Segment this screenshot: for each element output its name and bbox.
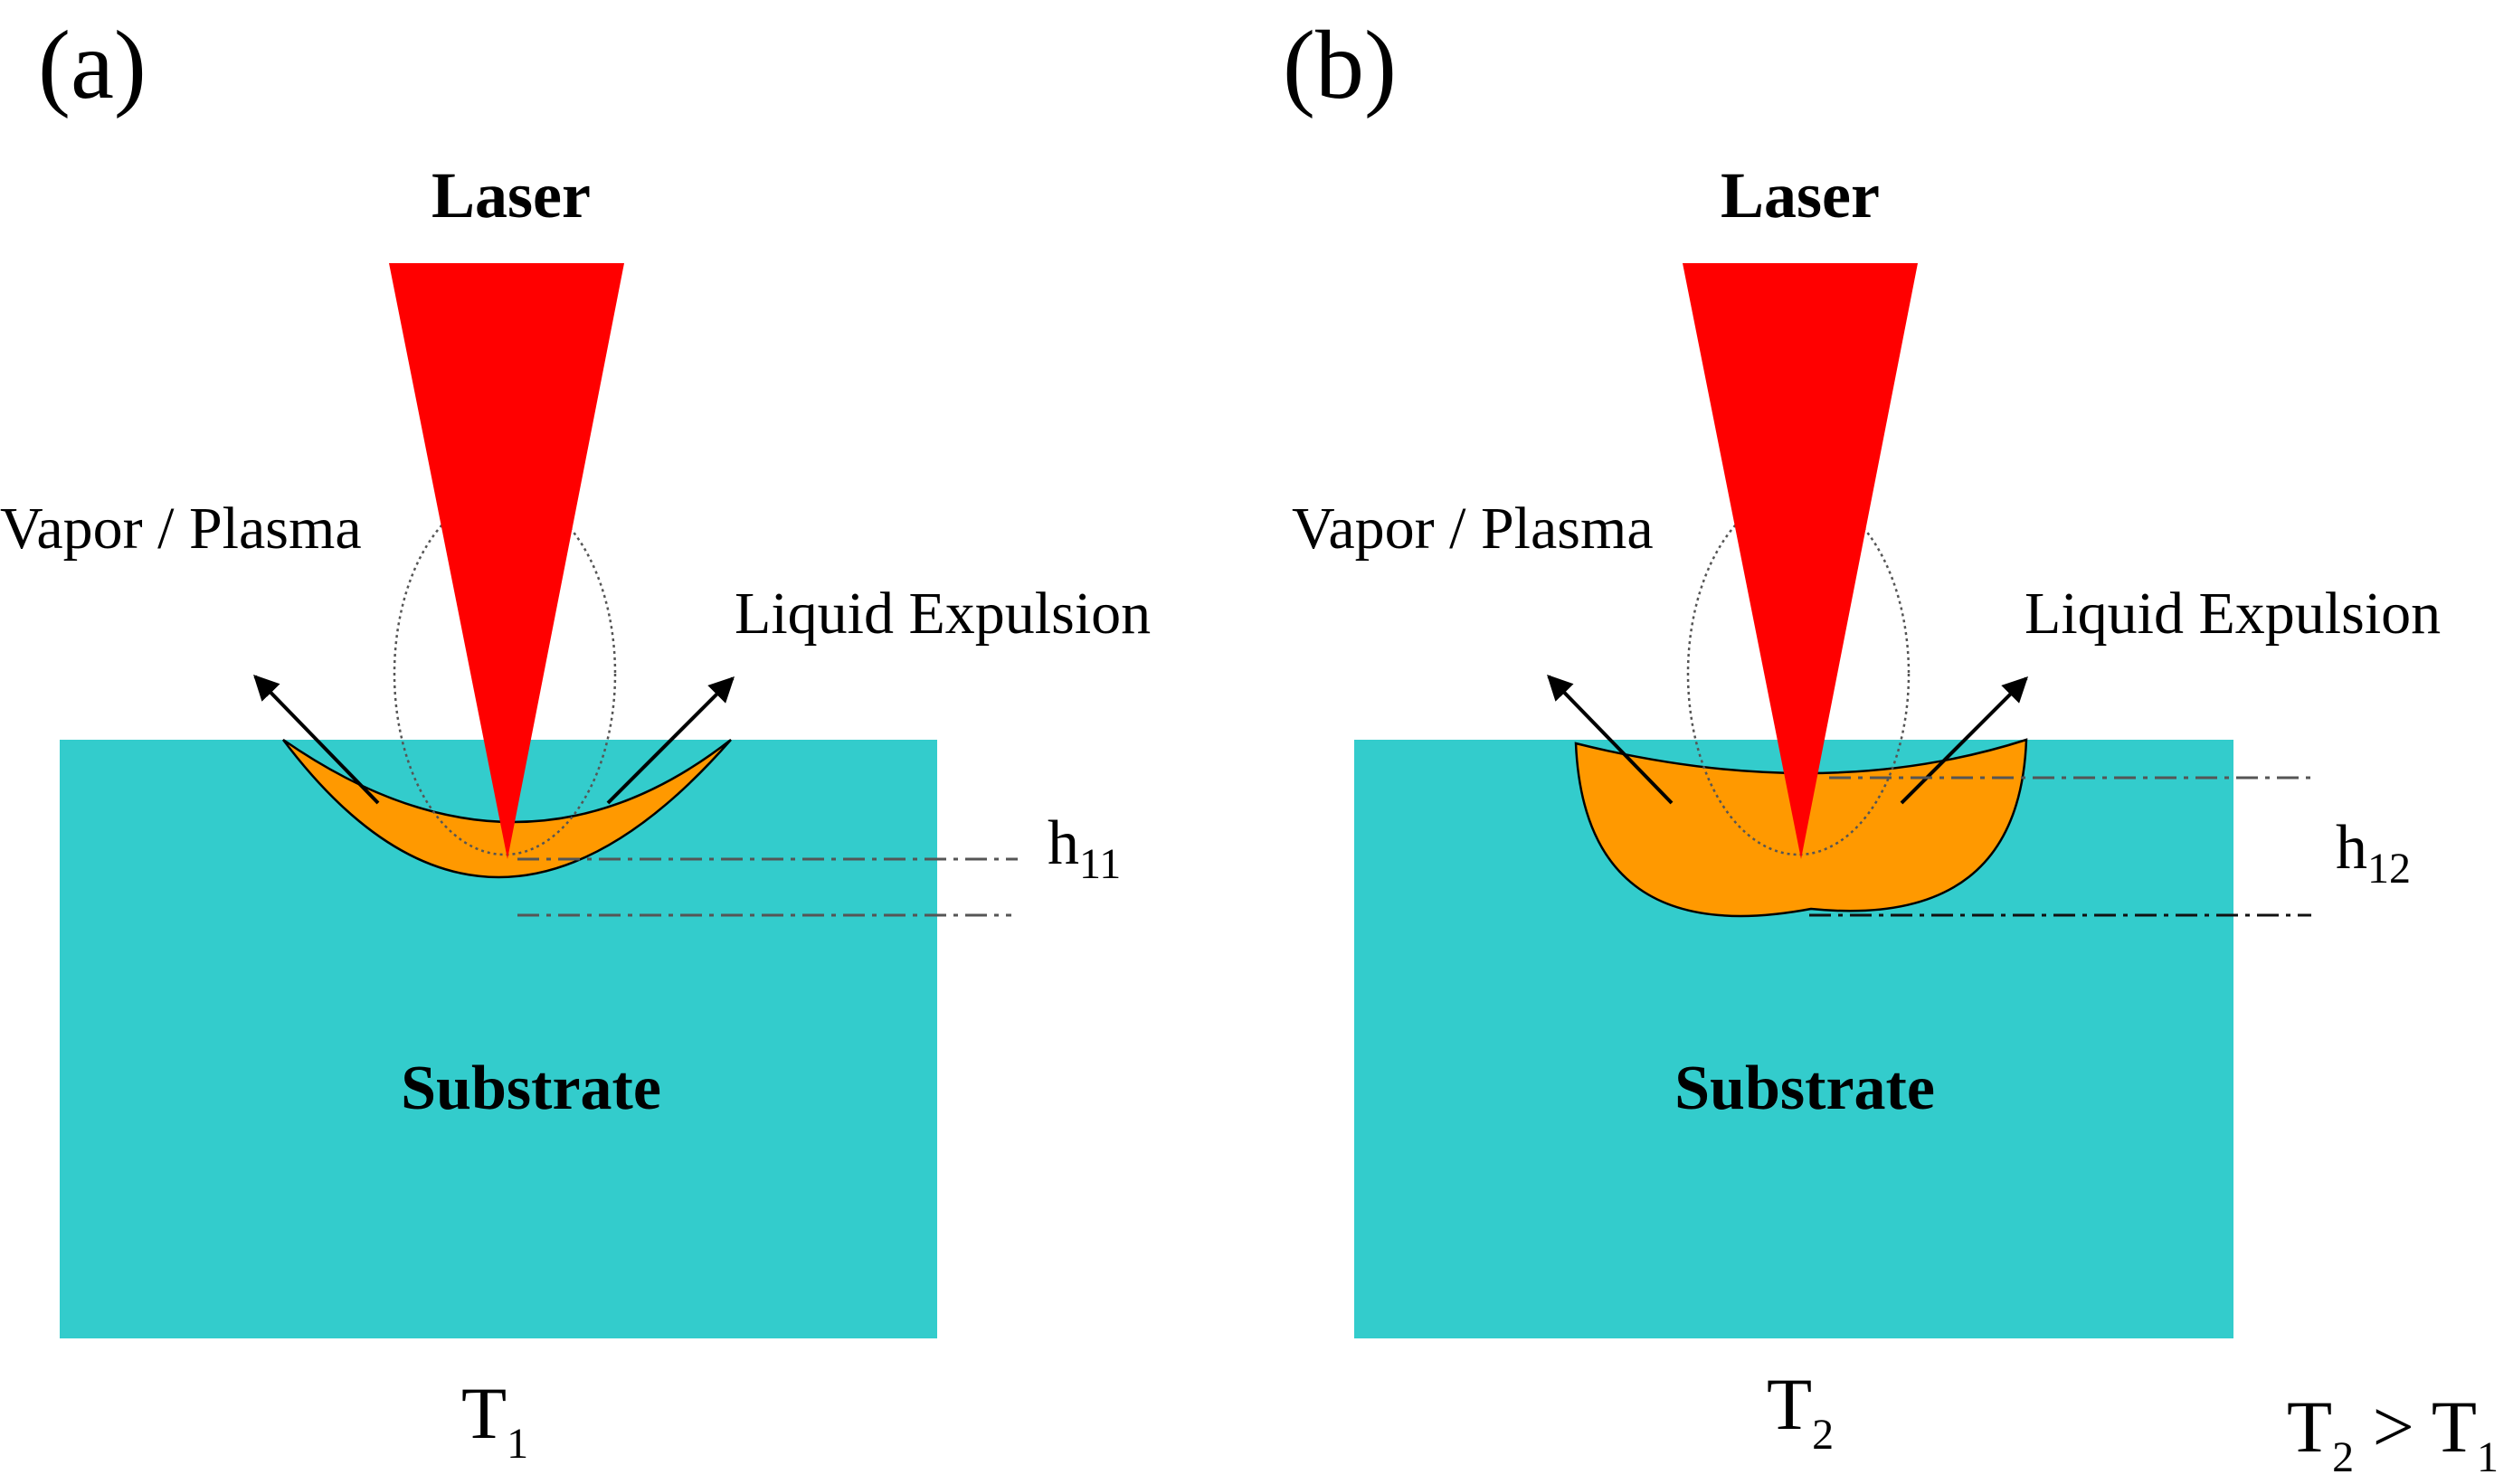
panel-a-plasma-plume (393, 491, 617, 856)
panel-a-laser-label: Laser (431, 159, 591, 232)
panel-a-melt-pool (282, 738, 732, 879)
panel-b-label: (b) (1283, 12, 1397, 119)
panel-b-temperature: T2 (1767, 1363, 1834, 1459)
panel-b-substrate-label: Substrate (1674, 1054, 1935, 1123)
panel-a-liquid-label: Liquid Expulsion (735, 581, 1151, 647)
panel-a-laser-beam (389, 263, 624, 859)
panel-a-depth-label: h11 (1048, 808, 1121, 888)
panel-b-liquid-arrow (1900, 676, 2028, 805)
panel-a-liquid-arrow (606, 676, 735, 805)
panel-b: (b) Laser Vapor / Plasma Liquid Expulsio… (1283, 12, 2441, 1459)
panel-b-laser-label: Laser (1721, 159, 1880, 232)
panel-b-laser-beam (1683, 263, 1918, 859)
panel-a-substrate-label: Substrate (401, 1054, 661, 1123)
panel-b-vapor-arrow (1547, 674, 1674, 805)
panel-a-label: (a) (38, 12, 147, 119)
panel-a: (a) Laser Vapor / Plasma Liquid Expulsio… (0, 12, 1151, 1468)
panel-b-depth-label: h12 (2336, 813, 2411, 893)
panel-a-vapor-arrow (253, 674, 380, 805)
panel-b-liquid-label: Liquid Expulsion (2025, 581, 2441, 647)
panel-a-temperature: T1 (461, 1372, 528, 1468)
panel-a-vapor-label: Vapor / Plasma (0, 496, 362, 562)
temperature-comparison: T2 > T1 (2287, 1385, 2499, 1481)
panel-b-vapor-label: Vapor / Plasma (1292, 496, 1654, 562)
panel-b-plasma-plume (1686, 491, 1911, 856)
